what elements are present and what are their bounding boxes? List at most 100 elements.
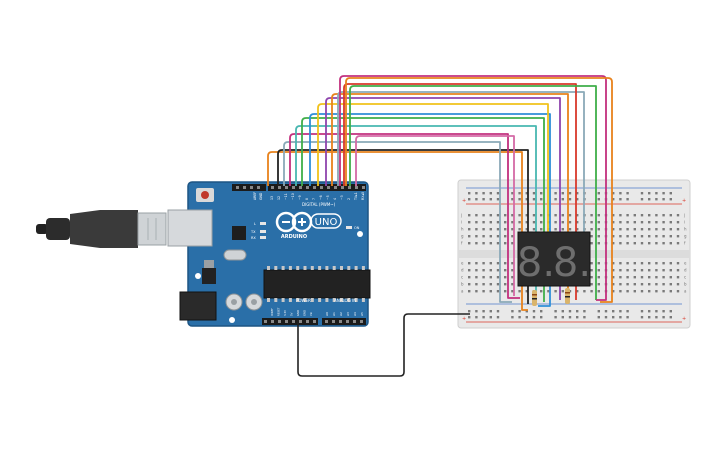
bb-hole[interactable] [468,235,471,238]
bb-hole[interactable] [475,228,478,231]
bb-hole[interactable] [475,290,478,293]
bb-hole[interactable] [590,290,593,293]
bb-hole[interactable] [482,283,485,286]
bb-hole[interactable] [568,228,572,231]
bb-hole[interactable] [590,276,593,279]
bb-hole[interactable] [561,316,564,319]
bb-hole[interactable] [676,235,680,238]
header-hole[interactable] [346,320,349,323]
bb-hole[interactable] [662,310,665,313]
bb-hole[interactable] [640,214,644,217]
bb-hole[interactable] [655,269,658,272]
bb-hole[interactable] [475,192,478,195]
bb-hole[interactable] [547,290,550,293]
bb-hole[interactable] [662,242,665,245]
bb-hole[interactable] [540,228,543,231]
wire-teal[interactable] [295,125,537,300]
bb-hole[interactable] [640,192,644,195]
bb-hole[interactable] [496,290,500,293]
header-hole[interactable] [353,320,356,323]
bb-hole[interactable] [511,290,514,293]
bb-hole[interactable] [597,283,600,286]
usb-cable[interactable] [36,210,167,248]
bb-hole[interactable] [532,198,536,201]
wire-yellow[interactable] [317,103,549,232]
bb-hole[interactable] [468,269,471,272]
bb-hole[interactable] [640,235,644,238]
header-hole[interactable] [292,186,295,189]
wire-green-2[interactable] [349,85,597,300]
bb-hole[interactable] [626,283,629,286]
bb-hole[interactable] [496,283,500,286]
bb-hole[interactable] [612,221,615,224]
header-hole[interactable] [327,186,330,189]
bb-hole[interactable] [482,192,485,195]
bb-hole[interactable] [540,316,543,319]
header-hole[interactable] [299,186,302,189]
bb-hole[interactable] [511,198,514,201]
bb-hole[interactable] [554,192,557,195]
bb-hole[interactable] [568,192,572,195]
bb-hole[interactable] [504,283,507,286]
bb-hole[interactable] [532,214,536,217]
bb-hole[interactable] [619,316,622,319]
bb-hole[interactable] [482,198,485,201]
bb-hole[interactable] [619,262,622,265]
bb-hole[interactable] [583,310,586,313]
header-hole[interactable] [306,186,309,189]
bb-hole[interactable] [669,221,672,224]
bb-hole[interactable] [540,310,543,313]
bb-hole[interactable] [468,242,471,245]
header-hole[interactable] [299,320,302,323]
bb-hole[interactable] [619,214,622,217]
header-hole[interactable] [348,186,351,189]
bb-hole[interactable] [576,192,579,195]
bb-hole[interactable] [511,221,514,224]
bb-hole[interactable] [468,214,471,217]
header-hole[interactable] [278,320,281,323]
bb-hole[interactable] [669,262,672,265]
bb-hole[interactable] [597,316,600,319]
bb-hole[interactable] [489,242,492,245]
bb-hole[interactable] [532,221,536,224]
bb-hole[interactable] [669,269,672,272]
bb-hole[interactable] [612,228,615,231]
bb-hole[interactable] [482,269,485,272]
bb-hole[interactable] [525,221,528,224]
bb-hole[interactable] [561,214,564,217]
bb-hole[interactable] [633,235,636,238]
bb-hole[interactable] [504,214,507,217]
bb-hole[interactable] [489,228,492,231]
bb-hole[interactable] [662,198,665,201]
bb-hole[interactable] [489,262,492,265]
wire-blue-1[interactable] [309,113,551,307]
bb-hole[interactable] [554,316,557,319]
bb-hole[interactable] [518,198,521,201]
bb-hole[interactable] [648,316,651,319]
header-hole[interactable] [264,320,267,323]
header-hole[interactable] [325,320,328,323]
bb-hole[interactable] [540,214,543,217]
bb-hole[interactable] [496,269,500,272]
bb-hole[interactable] [604,310,608,313]
bb-hole[interactable] [496,198,500,201]
bb-hole[interactable] [511,283,514,286]
bb-hole[interactable] [561,228,564,231]
bb-hole[interactable] [590,228,593,231]
bb-hole[interactable] [626,269,629,272]
bb-hole[interactable] [561,290,564,293]
bb-hole[interactable] [648,276,651,279]
wire-orange-1[interactable] [267,151,528,311]
wire-ground-black[interactable] [297,313,470,377]
bb-hole[interactable] [676,214,680,217]
bb-hole[interactable] [676,290,680,293]
header-hole[interactable] [313,320,316,323]
bb-hole[interactable] [489,269,492,272]
bb-hole[interactable] [568,316,572,319]
bb-hole[interactable] [511,242,514,245]
bb-hole[interactable] [554,221,557,224]
header-hole[interactable] [236,186,239,189]
bb-hole[interactable] [489,192,492,195]
bb-hole[interactable] [619,283,622,286]
bb-hole[interactable] [619,290,622,293]
